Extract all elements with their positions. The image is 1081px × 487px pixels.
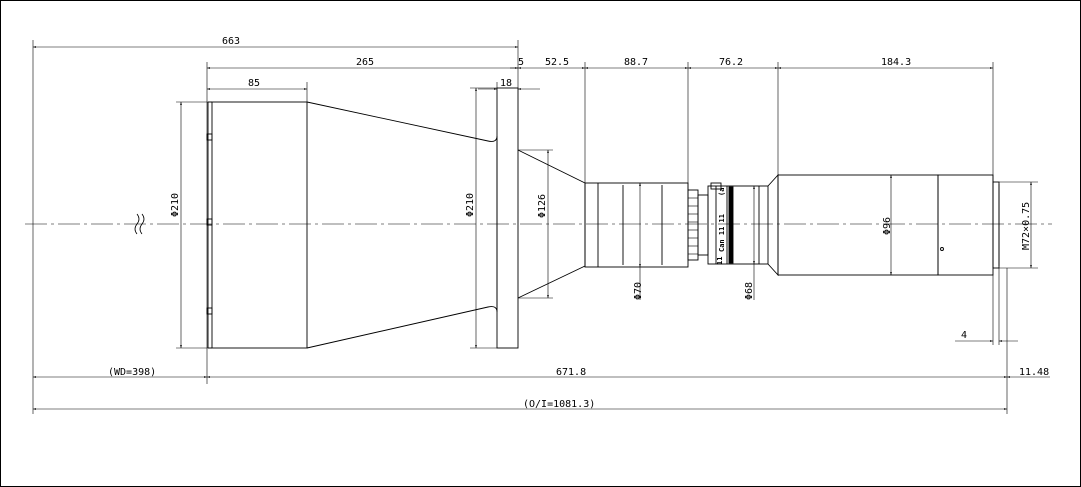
diameter-68: Φ68	[744, 282, 755, 300]
knurled-ring	[687, 189, 699, 261]
ring-marking-middle: Can 11 11	[718, 214, 726, 252]
dim-5: 5	[518, 57, 524, 68]
thread-mount	[992, 181, 1000, 269]
dim-4: 4	[961, 330, 967, 341]
dim-18: 18	[500, 78, 512, 89]
front-cone	[306, 101, 498, 349]
dim-88-7: 88.7	[624, 57, 648, 68]
dim-184-3: 184.3	[881, 57, 911, 68]
break-symbol	[134, 213, 145, 235]
dim-oi: (O/I=1081.3)	[523, 399, 595, 410]
diameter-96: Φ96	[882, 217, 893, 235]
dim-11-48: 11.48	[1019, 367, 1049, 378]
lens-body	[206, 87, 1000, 349]
rear-body	[777, 174, 939, 276]
thread-m72: M72×0.75	[1021, 202, 1032, 250]
mount-flange	[496, 87, 519, 349]
dim-265: 265	[356, 57, 374, 68]
ring-markings: 11 Can 11 11 (a	[716, 188, 726, 265]
focus-ring	[707, 185, 769, 265]
dim-663: 663	[222, 36, 240, 47]
diameter-210-flange: Φ210	[465, 193, 476, 217]
dim-671-8: 671.8	[556, 367, 586, 378]
ring-marking-right: (a	[718, 188, 726, 196]
front-hood	[211, 101, 308, 349]
dim-85: 85	[248, 78, 260, 89]
main-barrel	[584, 182, 689, 268]
dim-wd: (WD=398)	[108, 367, 156, 378]
diameter-126: Φ126	[537, 194, 548, 218]
diameter-210-front: Φ210	[170, 193, 181, 217]
dim-52-5: 52.5	[545, 57, 569, 68]
ring-marking-left: 11	[716, 257, 724, 265]
diameter-70: Φ70	[633, 282, 644, 300]
dim-76-2: 76.2	[719, 57, 743, 68]
